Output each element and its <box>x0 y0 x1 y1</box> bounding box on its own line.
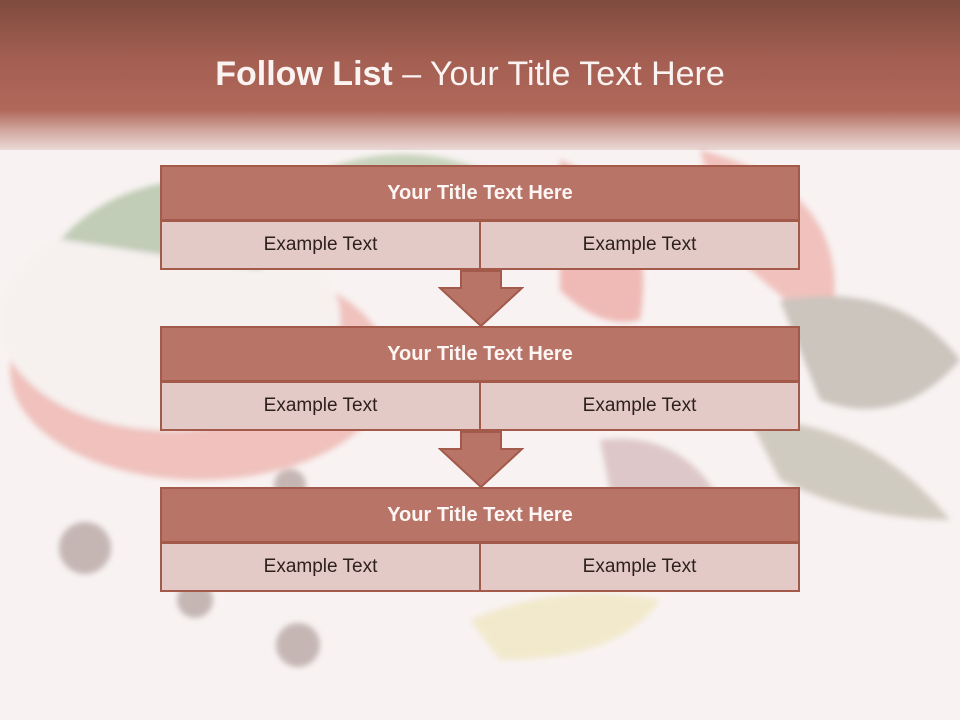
step-block-2: Your Title Text Here Example Text Exampl… <box>160 326 800 431</box>
slide-title: Follow List – Your Title Text Here <box>0 55 940 94</box>
step-cell-left: Example Text <box>160 542 481 592</box>
step-cell-right: Example Text <box>479 381 800 431</box>
step-block-3: Your Title Text Here Example Text Exampl… <box>160 487 800 592</box>
step-heading: Your Title Text Here <box>160 487 800 543</box>
step-cell-left: Example Text <box>160 381 481 431</box>
step-cell-left: Example Text <box>160 220 481 270</box>
slide-title-bold: Follow List <box>215 55 393 93</box>
step-heading: Your Title Text Here <box>160 326 800 382</box>
header-band <box>0 0 960 150</box>
step-heading: Your Title Text Here <box>160 165 800 221</box>
step-cell-right: Example Text <box>479 542 800 592</box>
down-arrow-icon <box>438 431 524 489</box>
step-cell-right: Example Text <box>479 220 800 270</box>
down-arrow-icon <box>438 270 524 328</box>
step-block-1: Your Title Text Here Example Text Exampl… <box>160 165 800 270</box>
step-row: Example Text Example Text <box>160 220 800 270</box>
step-row: Example Text Example Text <box>160 542 800 592</box>
slide-title-rest: – Your Title Text Here <box>392 55 725 93</box>
step-row: Example Text Example Text <box>160 381 800 431</box>
